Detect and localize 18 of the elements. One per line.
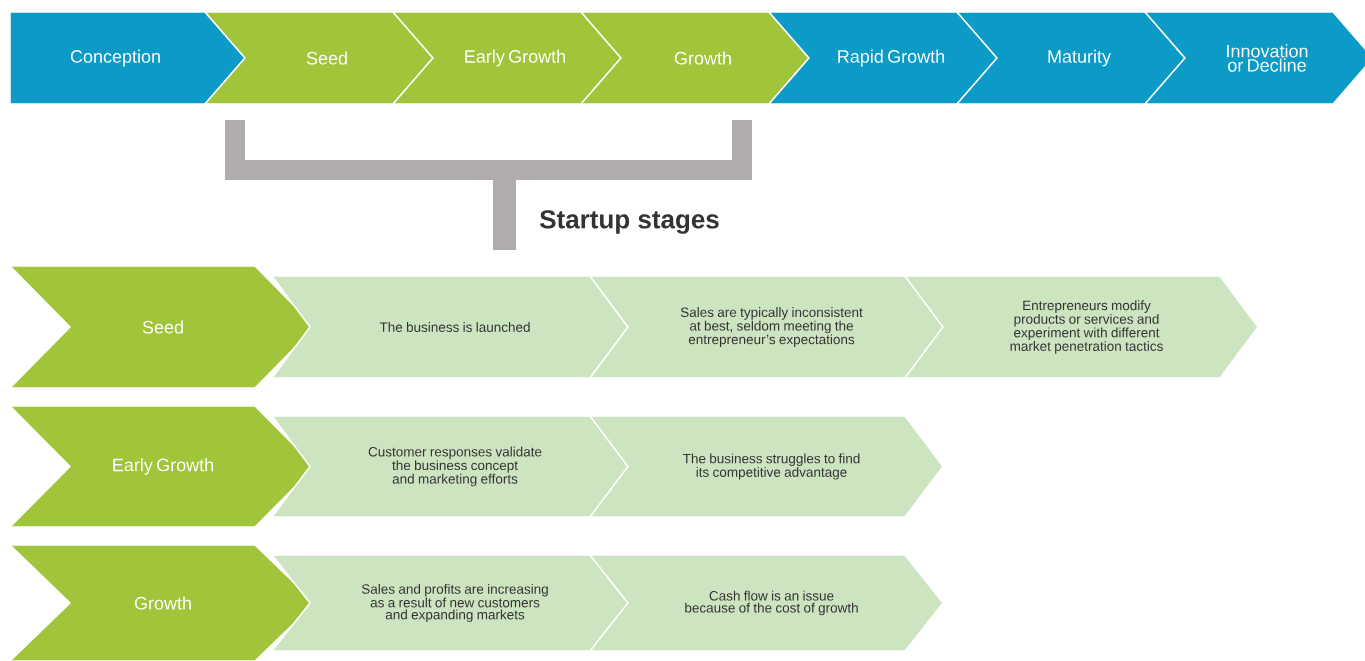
stage-banner: Innovation or Decline xyxy=(1143,11,1365,105)
stage-banner: Rapid Growth xyxy=(767,11,998,105)
stage-banner: Conception xyxy=(9,11,246,105)
stage-banner: Growth xyxy=(8,544,317,661)
node-label: Innovation or Decline xyxy=(1227,44,1308,72)
stage-banner: Growth xyxy=(579,11,810,105)
stage-banner: Seed xyxy=(8,265,317,389)
stage-banner: Early Growth xyxy=(391,11,622,105)
stage-banner: Early Growth xyxy=(8,405,317,528)
detail-banner: Sales and profits are increasing as a result of new customers and expanding markets xyxy=(270,554,629,652)
node-label: Sales and profits are increasing as a result of new customers and expanding markets xyxy=(361,583,548,623)
detail-banner: The business struggles to find its competitive advantage xyxy=(588,415,944,518)
stage-banner: Maturity xyxy=(955,11,1186,105)
detail-banner: Cash flow is an issue because of the cost of growth xyxy=(588,554,944,652)
node-label: Cash flow is an issue because of the cost of growth xyxy=(685,590,858,616)
stage-banner: Seed xyxy=(203,11,434,105)
detail-banner: Entrepreneurs modify products or services and experiment with different market penetration tactics xyxy=(903,275,1259,379)
title: Startup stages xyxy=(539,210,719,234)
